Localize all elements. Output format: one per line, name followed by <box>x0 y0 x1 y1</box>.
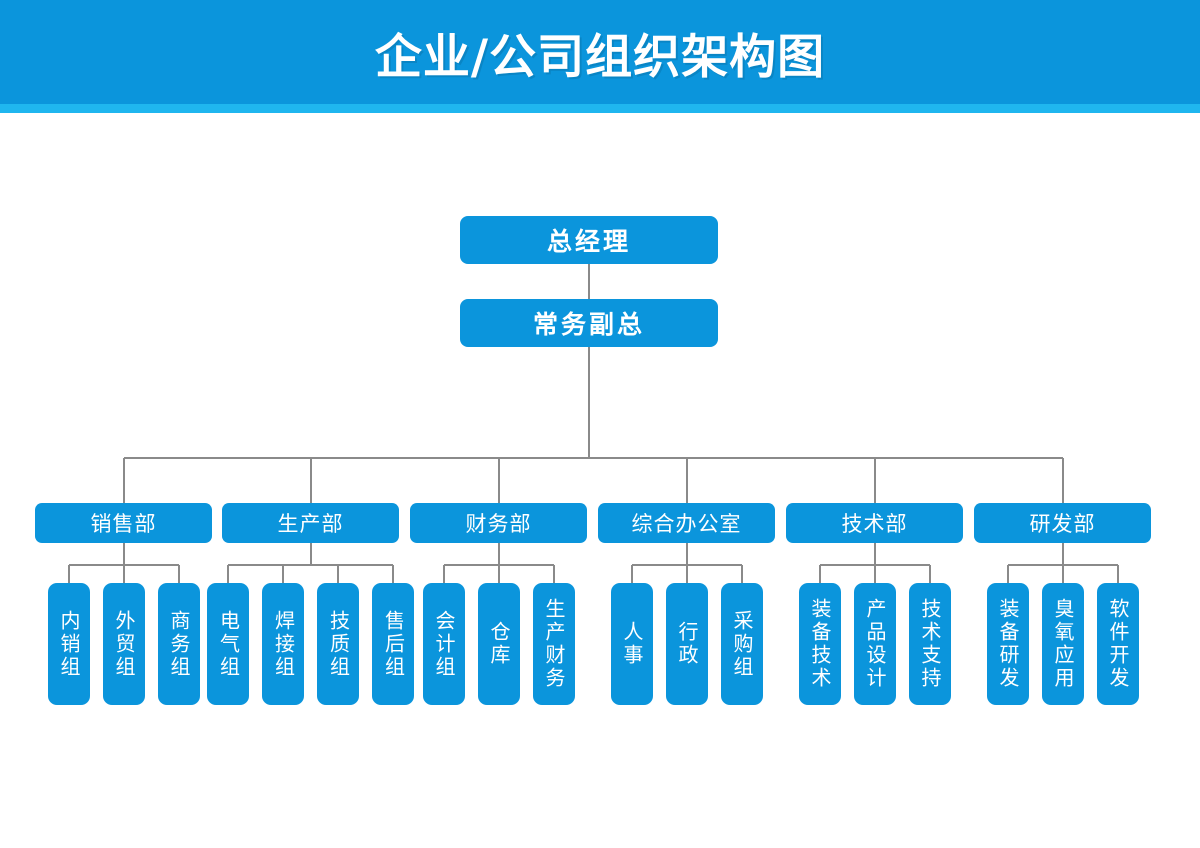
node-department-3[interactable]: 财务部 <box>410 503 587 543</box>
header-accent-strip <box>0 104 1200 113</box>
node-team-1-2-label: 外贸组 <box>112 609 136 679</box>
node-department-2[interactable]: 生产部 <box>222 503 399 543</box>
connector-dept-6-stem <box>1061 543 1064 565</box>
node-team-1-1-label: 内销组 <box>57 609 81 679</box>
node-team-4-2[interactable]: 行政 <box>665 583 708 705</box>
node-team-2-2-label: 焊接组 <box>271 609 296 679</box>
connector-bus-to-dept-3 <box>497 458 500 503</box>
node-department-4[interactable]: 综合办公室 <box>598 503 775 543</box>
node-team-3-2[interactable]: 仓库 <box>477 583 520 705</box>
node-team-3-1-label: 会计组 <box>432 609 456 679</box>
department-bus-line <box>123 457 1063 459</box>
node-team-4-2-label: 行政 <box>675 621 699 667</box>
connector-vp-trunk <box>588 347 590 458</box>
node-team-3-3-label: 生产财务 <box>542 598 566 690</box>
node-team-2-1-label: 电气组 <box>216 609 241 679</box>
node-team-3-2-label: 仓库 <box>487 621 511 667</box>
node-department-6[interactable]: 研发部 <box>974 503 1151 543</box>
connector-dept-5-child-1 <box>818 565 821 583</box>
connector-dept-5-child-3 <box>928 565 931 583</box>
node-general-manager-label: 总经理 <box>546 227 631 256</box>
node-team-6-1-label: 装备研发 <box>996 598 1020 690</box>
node-department-4-label: 综合办公室 <box>631 512 742 536</box>
node-department-5-label: 技术部 <box>841 512 908 536</box>
connector-dept-4-child-3 <box>740 565 743 583</box>
connector-dept-6-child-1 <box>1006 565 1009 583</box>
connector-bus-to-dept-2 <box>309 458 312 503</box>
node-team-2-4-label: 售后组 <box>381 609 406 679</box>
connector-dept-3-stem <box>497 543 500 565</box>
connector-gm-to-vp <box>588 264 590 299</box>
connector-dept-3-child-1 <box>442 565 445 583</box>
node-department-5[interactable]: 技术部 <box>786 503 963 543</box>
connector-dept-2-child-1 <box>227 565 229 583</box>
node-team-6-2[interactable]: 臭氧应用 <box>1041 583 1084 705</box>
node-team-2-2[interactable]: 焊接组 <box>262 583 304 705</box>
connector-dept-4-stem <box>685 543 688 565</box>
node-team-5-3-label: 技术支持 <box>918 598 942 690</box>
node-general-manager[interactable]: 总经理 <box>460 216 718 264</box>
connector-dept-2-child-3 <box>337 565 339 583</box>
connector-dept-6-child-3 <box>1116 565 1119 583</box>
connector-dept-4-child-2 <box>685 565 688 583</box>
node-team-5-3[interactable]: 技术支持 <box>908 583 951 705</box>
node-department-1-label: 销售部 <box>90 512 157 536</box>
connector-dept-4-child-1 <box>630 565 633 583</box>
node-team-3-3[interactable]: 生产财务 <box>532 583 575 705</box>
node-executive-vp-label: 常务副总 <box>532 310 645 339</box>
connector-dept-2-child-2 <box>282 565 284 583</box>
node-team-5-2[interactable]: 产品设计 <box>853 583 896 705</box>
node-team-6-3[interactable]: 软件开发 <box>1096 583 1139 705</box>
connector-dept-5-stem <box>873 543 876 565</box>
node-team-4-1-label: 人事 <box>620 621 644 667</box>
node-team-1-2[interactable]: 外贸组 <box>102 583 145 705</box>
node-team-4-3[interactable]: 采购组 <box>720 583 763 705</box>
node-team-1-1[interactable]: 内销组 <box>47 583 90 705</box>
connector-bus-to-dept-1 <box>122 458 125 503</box>
node-department-1[interactable]: 销售部 <box>35 503 212 543</box>
node-team-4-1[interactable]: 人事 <box>610 583 653 705</box>
node-team-6-2-label: 臭氧应用 <box>1051 598 1075 690</box>
node-team-5-1[interactable]: 装备技术 <box>798 583 841 705</box>
node-team-3-1[interactable]: 会计组 <box>422 583 465 705</box>
node-team-6-1[interactable]: 装备研发 <box>986 583 1029 705</box>
connector-dept-5-child-2 <box>873 565 876 583</box>
connector-dept-2-child-4 <box>392 565 394 583</box>
node-team-2-4[interactable]: 售后组 <box>372 583 414 705</box>
connector-dept-1-child-3 <box>177 565 180 583</box>
node-team-4-3-label: 采购组 <box>730 609 754 679</box>
node-department-2-label: 生产部 <box>277 512 344 536</box>
node-executive-vp[interactable]: 常务副总 <box>460 299 718 347</box>
connector-dept-1-child-2 <box>122 565 125 583</box>
node-department-6-label: 研发部 <box>1029 512 1096 536</box>
sub-bus-line-dept-2 <box>228 564 393 566</box>
connector-bus-to-dept-6 <box>1061 458 1064 503</box>
header-banner <box>0 0 1200 104</box>
connector-dept-1-stem <box>122 543 125 565</box>
connector-dept-6-child-2 <box>1061 565 1064 583</box>
node-team-6-3-label: 软件开发 <box>1106 598 1130 690</box>
connector-bus-to-dept-5 <box>873 458 876 503</box>
connector-dept-3-child-2 <box>497 565 500 583</box>
node-team-2-3-label: 技质组 <box>326 609 351 679</box>
connector-dept-1-child-1 <box>67 565 70 583</box>
node-team-5-1-label: 装备技术 <box>808 598 832 690</box>
node-department-3-label: 财务部 <box>465 512 532 536</box>
node-team-1-3-label: 商务组 <box>167 609 191 679</box>
connector-bus-to-dept-4 <box>685 458 688 503</box>
node-team-5-2-label: 产品设计 <box>863 598 887 690</box>
node-team-2-3[interactable]: 技质组 <box>317 583 359 705</box>
node-team-1-3[interactable]: 商务组 <box>157 583 200 705</box>
node-team-2-1[interactable]: 电气组 <box>207 583 249 705</box>
page-title: 企业/公司组织架构图 <box>374 29 826 85</box>
connector-dept-3-child-3 <box>552 565 555 583</box>
connector-dept-2-stem <box>309 543 312 565</box>
